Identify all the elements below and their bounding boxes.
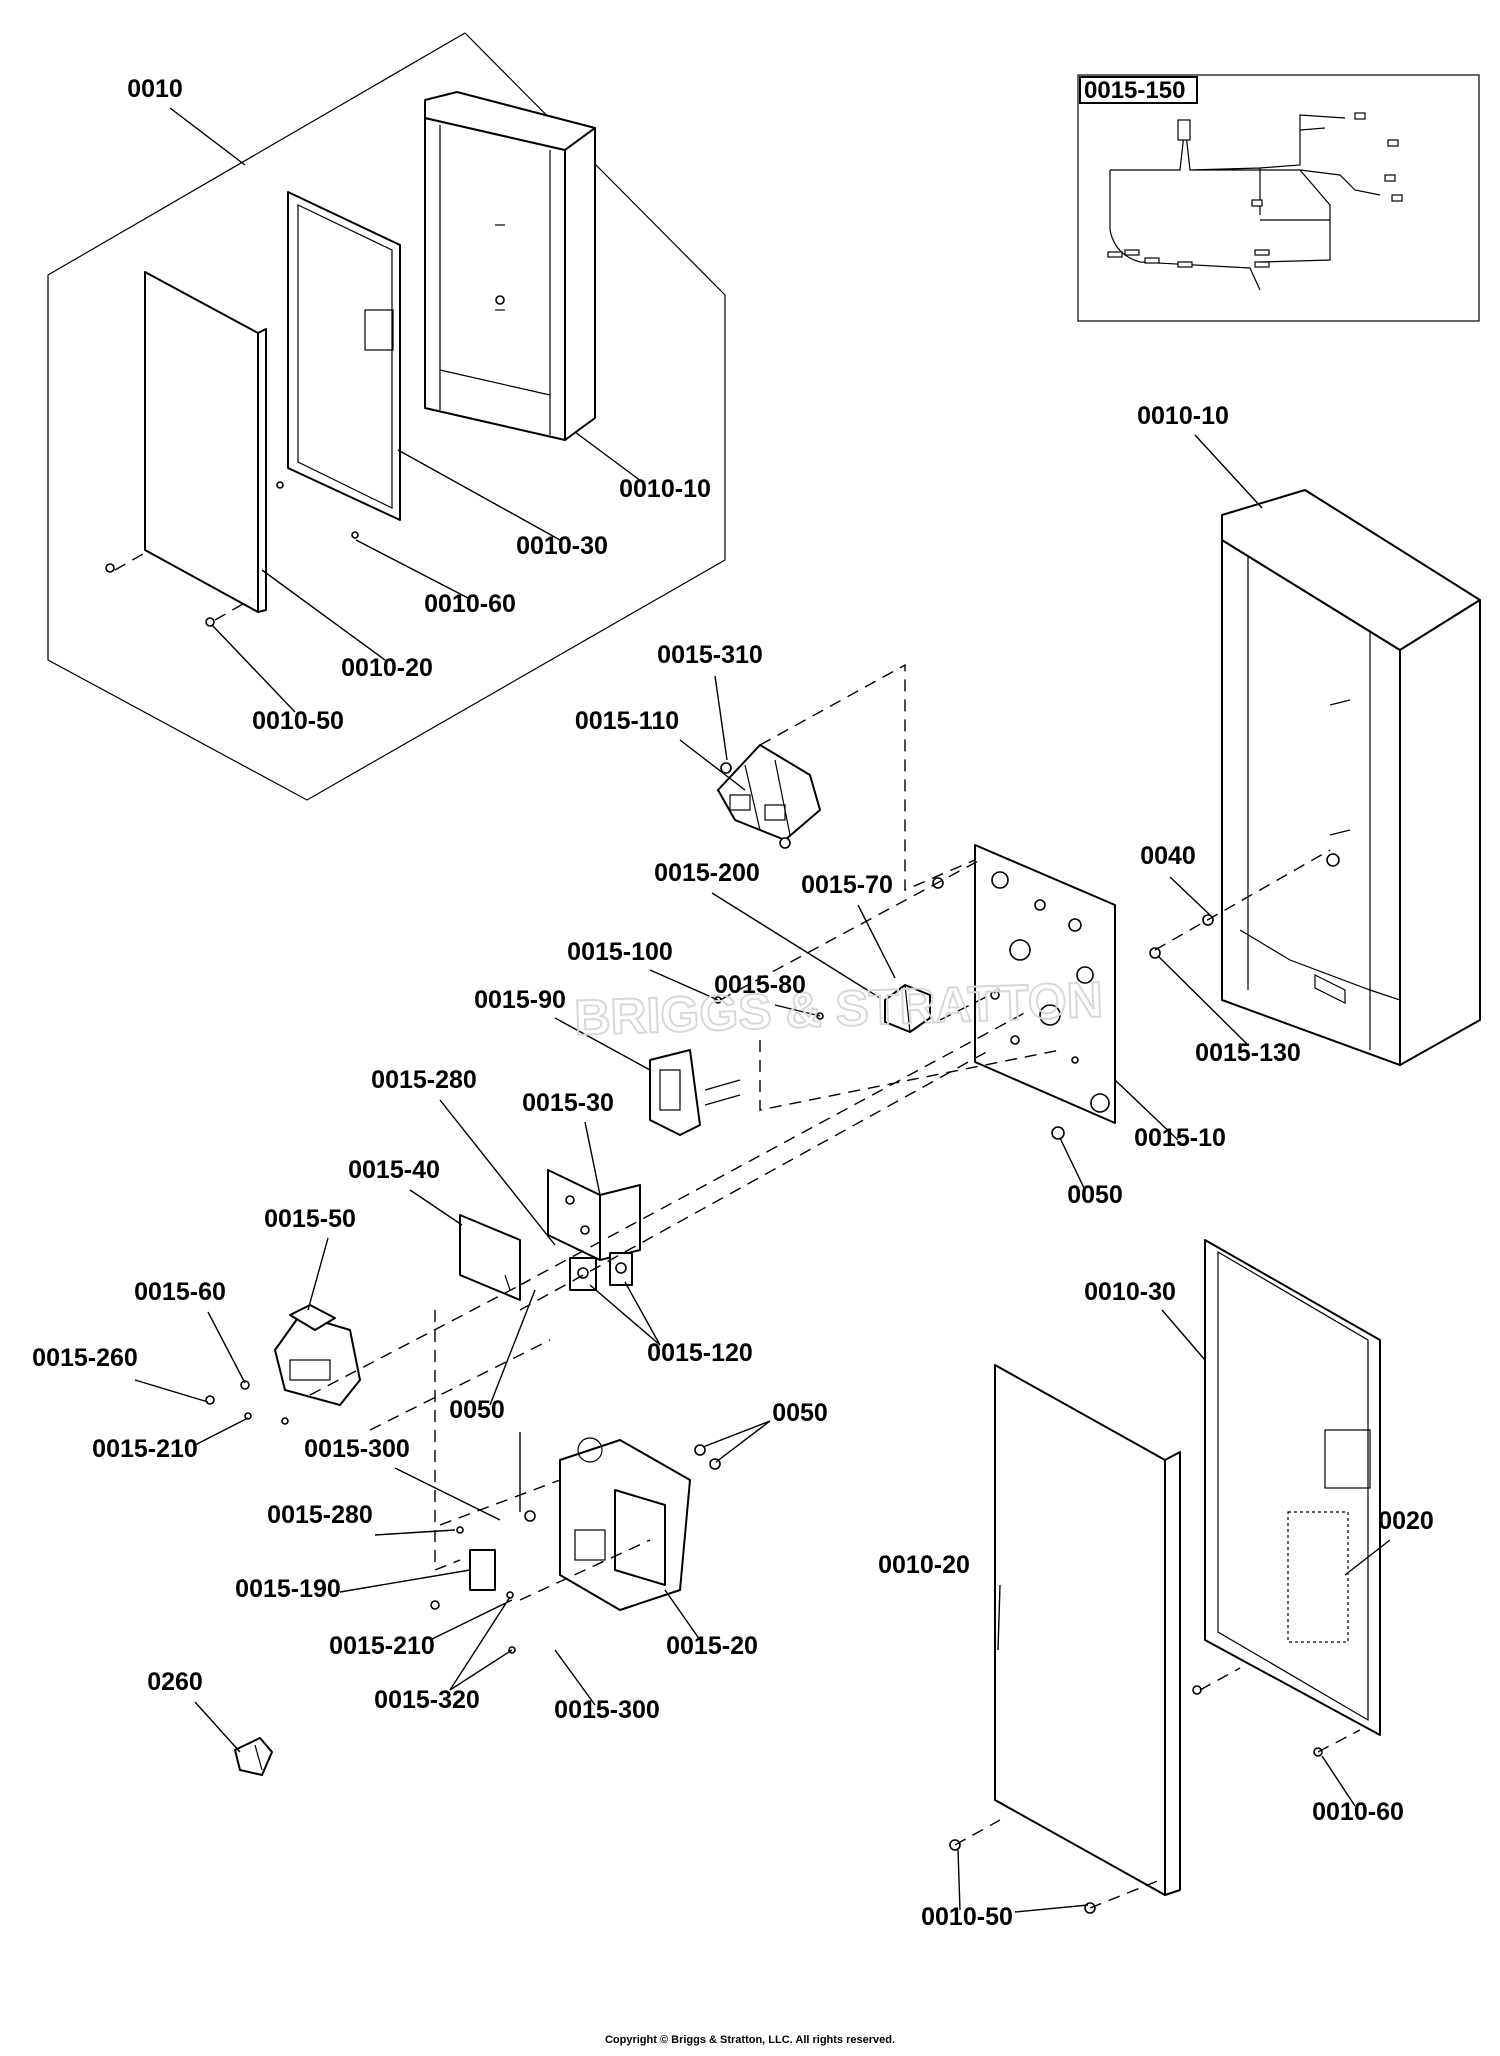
callout-0010-30: 0010-30 [516,532,608,560]
assembly-0010-outline [47,32,726,801]
callout-0015-10: 0015-10 [1134,1124,1226,1152]
callout-0015-300: 0015-300 [554,1696,660,1724]
harness-0015-150 [1109,114,1381,291]
callout-0015-20: 0015-20 [666,1632,758,1660]
door-0010-20-large [949,1364,1181,1914]
callout-0015-280: 0015-280 [371,1066,477,1094]
callout-0015-280: 0015-280 [267,1501,373,1529]
callout-0010-30: 0010-30 [1084,1278,1176,1306]
cover-frame-0010-30-large [1192,1239,1381,1757]
callout-0015-200: 0015-200 [654,859,760,887]
callout-0015-300: 0015-300 [304,1435,410,1463]
leader-lines [134,107,1391,1913]
bolt-0015-130 [1149,947,1161,959]
callout-0015-310: 0015-310 [657,641,763,669]
callout-0015-90: 0015-90 [474,986,566,1014]
callout-0015-50: 0015-50 [264,1205,356,1233]
inset-0015-150-group [1077,74,1480,322]
inset-title-0015-150: 0015-150 [1084,77,1185,104]
callout-0015-30: 0015-30 [522,1089,614,1117]
callout-0010-50: 0010-50 [252,707,344,735]
callout-0010: 0010 [127,75,183,103]
nut-0050 [1051,1126,1065,1140]
callout-0010-10: 0010-10 [619,475,711,503]
bracket-0015-30 [547,1169,641,1261]
callout-0020: 0020 [1378,1507,1434,1535]
cover-frame-0010-30 [287,191,401,521]
enclosure-0010-10-large [1221,489,1481,1066]
insulator-0015-40 [459,1214,521,1301]
callout-0260: 0260 [147,1668,203,1696]
callout-0010-20: 0010-20 [341,654,433,682]
callout-0015-40: 0015-40 [348,1156,440,1184]
circuit-breaker-0015-110 [717,744,821,849]
callout-0050: 0050 [772,1399,828,1427]
callout-0015-130: 0015-130 [1195,1039,1301,1067]
callout-0015-190: 0015-190 [235,1575,341,1603]
inset-0015-150-frame [1077,74,1480,322]
callout-0040: 0040 [1140,842,1196,870]
callout-0010-60: 0010-60 [424,590,516,618]
inset-title-box [1079,76,1198,104]
mounting-plate-0015-10 [974,844,1116,1124]
callout-0050: 0050 [449,1396,505,1424]
contactor-0015-50 [205,1304,361,1425]
callout-0015-210: 0015-210 [329,1632,435,1660]
callout-0015-260: 0015-260 [32,1344,138,1372]
callout-0015-110: 0015-110 [575,707,679,735]
callout-0015-70: 0015-70 [801,871,893,899]
door-0010-20 [105,271,359,627]
callout-0010-10: 0010-10 [1137,402,1229,430]
callout-0015-120: 0015-120 [647,1339,753,1367]
enclosure-0010-10 [424,91,596,441]
assembly-dash-lines [114,549,1361,1909]
callout-0015-60: 0015-60 [134,1278,226,1306]
callout-0015-320: 0015-320 [374,1686,480,1714]
control-board-0015-20 [430,1437,721,1654]
callout-0015-100: 0015-100 [567,938,673,966]
assembly-0010-group [47,32,726,801]
callout-0015-210: 0015-210 [92,1435,198,1463]
callout-0010-20: 0010-20 [878,1551,970,1579]
callout-0015-80: 0015-80 [714,971,806,999]
callout-0050: 0050 [1067,1181,1123,1209]
fuse-holders-0015-120 [569,1252,633,1291]
copyright-notice: Copyright © Briggs & Stratton, LLC. All … [604,2034,896,2046]
part-0260 [234,1737,273,1776]
callout-labels: 0010 0010-10 0010-30 0010-60 0010-20 0010-50 0… [32,75,1434,1931]
callout-0010-60: 0010-60 [1312,1798,1404,1826]
callout-0010-50: 0010-50 [921,1903,1013,1931]
